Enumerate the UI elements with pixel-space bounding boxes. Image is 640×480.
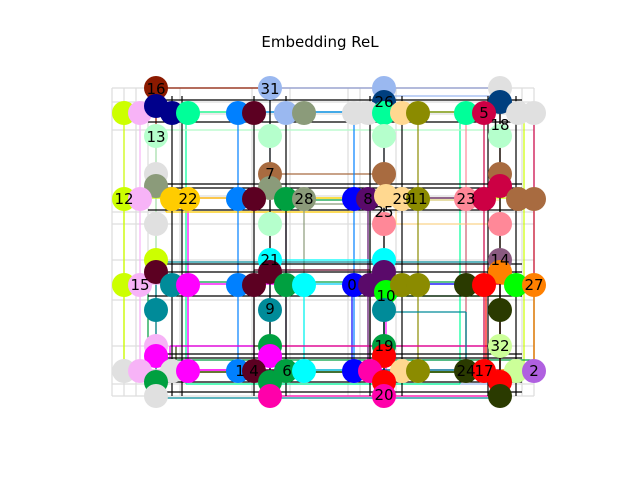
node-label-17: 17 [474,362,493,380]
node-label-7: 7 [265,165,275,183]
graph-node [242,273,266,297]
node-label-23: 23 [456,190,475,208]
node-label-29: 29 [392,190,411,208]
graph-node [488,384,512,408]
graph-node [292,359,316,383]
graph-node [488,298,512,322]
graph-node [406,101,430,125]
node-label-15: 15 [130,276,149,294]
graph-node [258,260,282,284]
graph-node [258,76,282,100]
node-label-20: 20 [374,386,393,404]
graph-node [144,344,168,368]
node-label-16: 16 [146,80,165,98]
graph-node [372,384,396,408]
node-label-4: 4 [249,362,259,380]
graph-node [144,260,168,284]
graph-node [372,298,396,322]
graph-node [292,101,316,125]
graph-node [372,124,396,148]
graph-node [488,174,512,198]
graph-node [356,187,380,211]
graph-node [372,344,396,368]
graph-node [372,212,396,236]
figure-title: Embedding ReL [261,33,379,51]
graph-node [472,101,496,125]
graph-node [176,273,200,297]
graph-node [522,359,546,383]
node-label-12: 12 [114,190,133,208]
edge-layer [111,87,535,399]
node-label-14: 14 [490,251,509,269]
graph-node [472,187,496,211]
graph-node [372,162,396,186]
graph-node [454,187,478,211]
graph-node [258,344,282,368]
node-label-2: 2 [529,362,539,380]
graph-node [292,273,316,297]
graph-node [522,273,546,297]
graph-node [144,174,168,198]
graph-node [144,212,168,236]
graph-node [274,187,298,211]
node-label-9: 9 [265,300,275,318]
graph-node [472,273,496,297]
node-label-32: 32 [490,337,509,355]
node-label-21: 21 [260,251,279,269]
node-label-24: 24 [456,362,475,380]
node-label-28: 28 [294,190,313,208]
node-label-25: 25 [374,203,393,221]
node-label-8: 8 [363,190,373,208]
graph-node [488,334,512,358]
graph-node [258,298,282,322]
graph-node [488,212,512,236]
node-label-6: 6 [282,362,292,380]
node-label-0: 0 [347,276,357,294]
graph-node [258,384,282,408]
graph-node [242,187,266,211]
graph-node [258,124,282,148]
graph-node [144,124,168,148]
graph-node [454,359,478,383]
graph-node [488,260,512,284]
graph-node [242,101,266,125]
graph-node [128,273,152,297]
node-label-5: 5 [479,104,489,122]
graph-node [406,359,430,383]
graph-node [274,273,298,297]
node-label-18: 18 [490,116,509,134]
graph-node [144,298,168,322]
graph-node [176,359,200,383]
node-label-10: 10 [376,287,395,305]
node-label-13: 13 [146,128,165,146]
graph-node [454,101,478,125]
graph-node [144,76,168,100]
node-label-11: 11 [408,190,427,208]
node-label-1: 1 [235,362,245,380]
node-label-19: 19 [374,337,393,355]
node-layer [112,76,546,408]
node-label-26: 26 [374,93,393,111]
node-label-27: 27 [524,276,543,294]
graph-node [372,101,396,125]
graph-node [144,384,168,408]
graph-node [406,187,430,211]
graph-node [274,101,298,125]
graph-node [176,187,200,211]
node-label-22: 22 [178,190,197,208]
graph-node [406,273,430,297]
graph-node [258,212,282,236]
graph-node [128,187,152,211]
graph-node [504,273,528,297]
graph-node [522,187,546,211]
graph-node [488,124,512,148]
node-label-31: 31 [260,80,279,98]
graph-node [522,101,546,125]
graph-node [176,101,200,125]
graph-node [454,273,478,297]
graph-node [292,187,316,211]
